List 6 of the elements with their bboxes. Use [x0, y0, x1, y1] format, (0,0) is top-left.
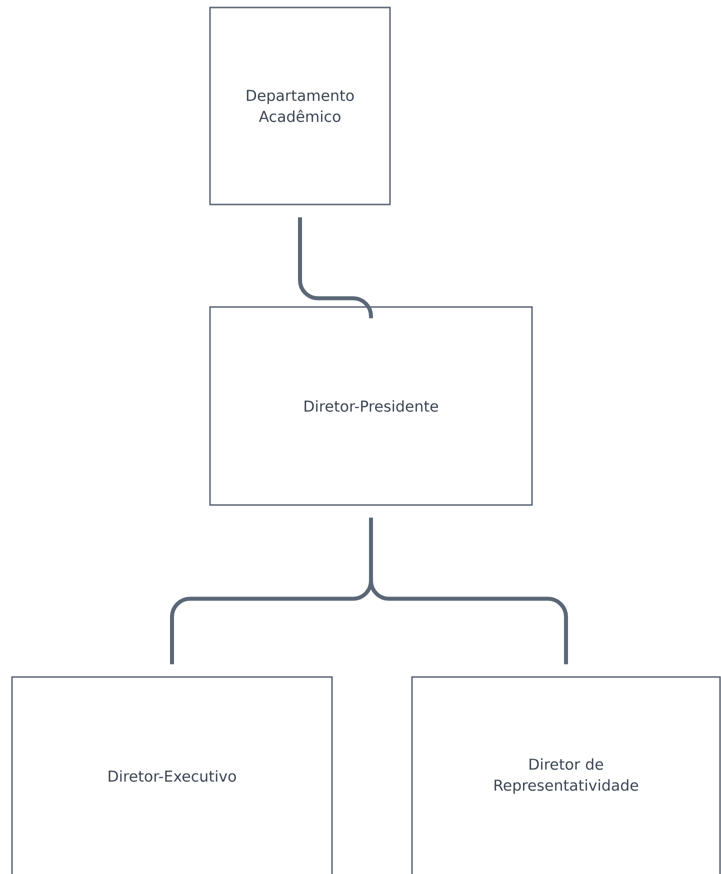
- connector-line: [369, 518, 568, 664]
- org-box: Diretor-Presidente: [209, 306, 533, 506]
- org-box: Diretor-Executivo: [11, 676, 333, 874]
- connector-line: [298, 217, 373, 318]
- org-box: Departamento Acadêmico: [209, 6, 391, 206]
- org-box: Diretor de Representatividade: [411, 676, 721, 874]
